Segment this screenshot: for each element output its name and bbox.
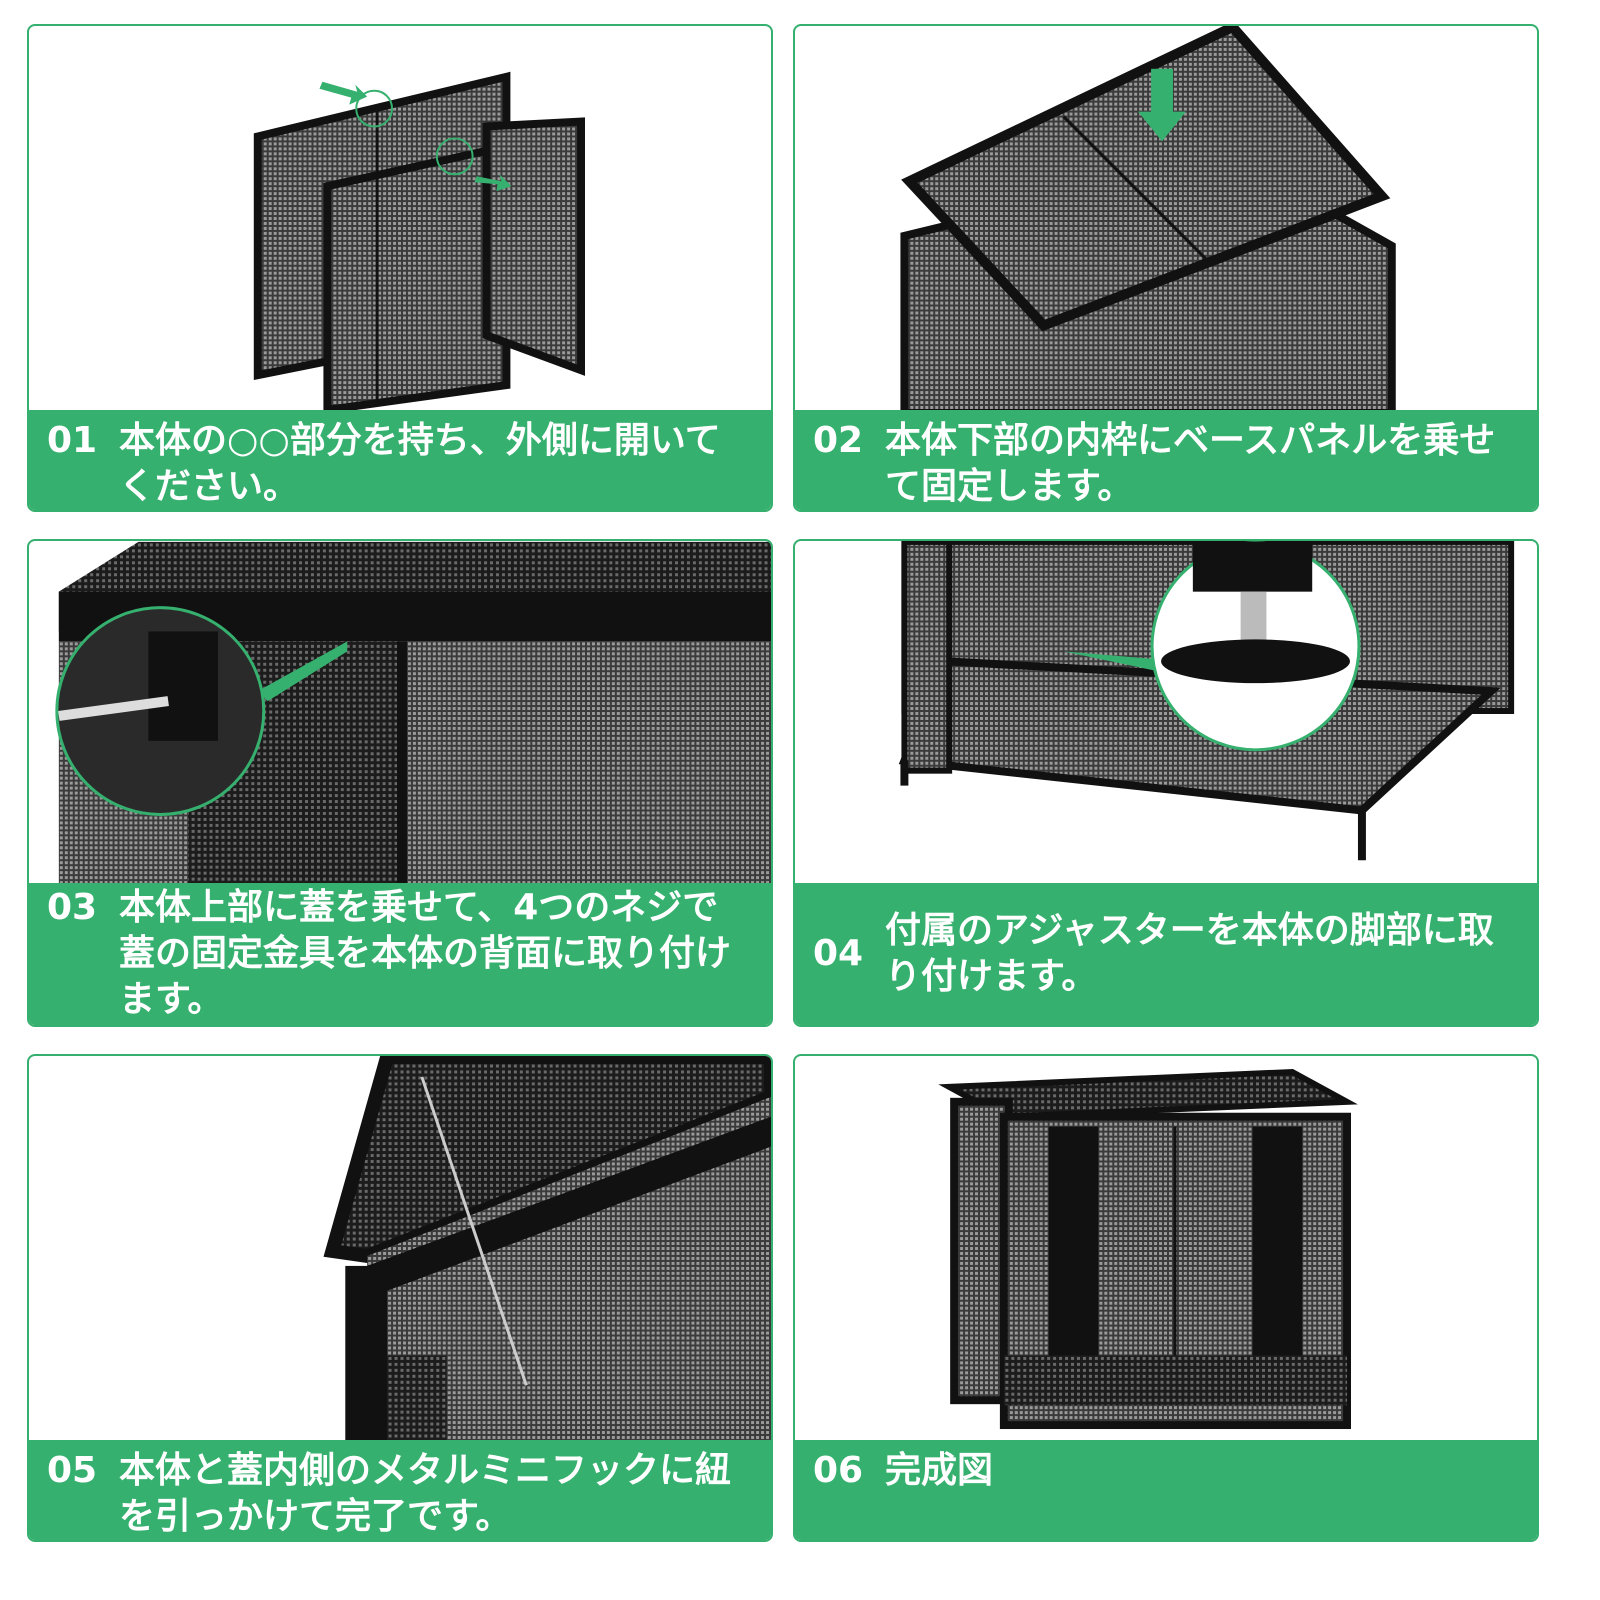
step-text: 本体下部の内枠にベースパネルを乗せて固定します。 (885, 420, 1496, 507)
step-text: 本体上部に蓋を乗せて、4つのネジで蓋の固定金具を本体の背面に取り付けます。 (119, 887, 732, 1020)
step-caption: 04 付属のアジャスターを本体の脚部に取り付けます。 (795, 883, 1537, 1025)
step-number: 06 (813, 1450, 864, 1491)
step-number: 03 (47, 887, 98, 928)
step-02-illustration (795, 26, 1537, 414)
step-number: 05 (47, 1450, 98, 1491)
step-panel-05: 05 本体と蓋内側のメタルミニフックに紐を引っかけて完了です。 (27, 1054, 773, 1542)
step-caption: 03 本体上部に蓋を乗せて、4つのネジで蓋の固定金具を本体の背面に取り付けます。 (29, 883, 771, 1025)
step-panel-03: 03 本体上部に蓋を乗せて、4つのネジで蓋の固定金具を本体の背面に取り付けます。 (27, 539, 773, 1027)
step-03-illustration (29, 541, 771, 887)
step-text: 付属のアジャスターを本体の脚部に取り付けます。 (885, 910, 1494, 997)
step-text: 本体の○○部分を持ち、外側に開いてください。 (119, 420, 721, 507)
step-04-illustration (795, 541, 1537, 887)
step-text: 本体と蓋内側のメタルミニフックに紐を引っかけて完了です。 (119, 1450, 732, 1537)
step-panel-02: 02 本体下部の内枠にベースパネルを乗せて固定します。 (793, 24, 1539, 512)
arrow-icon (474, 174, 512, 192)
string (420, 1076, 528, 1386)
step-number: 02 (813, 420, 864, 461)
step-caption: 01 本体の○○部分を持ち、外側に開いてください。 (29, 410, 771, 510)
step-caption: 05 本体と蓋内側のメタルミニフックに紐を引っかけて完了です。 (29, 1440, 771, 1540)
step-06-illustration (795, 1056, 1537, 1444)
step-05-illustration (29, 1056, 771, 1444)
step-text: 完成図 (885, 1450, 994, 1491)
arrow-icon (319, 81, 368, 105)
step-panel-06: 06 完成図 (793, 1054, 1539, 1542)
down-arrow-icon (1151, 68, 1173, 114)
step-01-illustration (29, 26, 771, 414)
step-panel-04: 04 付属のアジャスターを本体の脚部に取り付けます。 (793, 539, 1539, 1027)
step-panel-01: 01 本体の○○部分を持ち、外側に開いてください。 (27, 24, 773, 512)
step-caption: 06 完成図 (795, 1440, 1537, 1540)
step-number: 01 (47, 420, 98, 461)
step-caption: 02 本体下部の内枠にベースパネルを乗せて固定します。 (795, 410, 1537, 510)
step-number: 04 (813, 933, 864, 974)
